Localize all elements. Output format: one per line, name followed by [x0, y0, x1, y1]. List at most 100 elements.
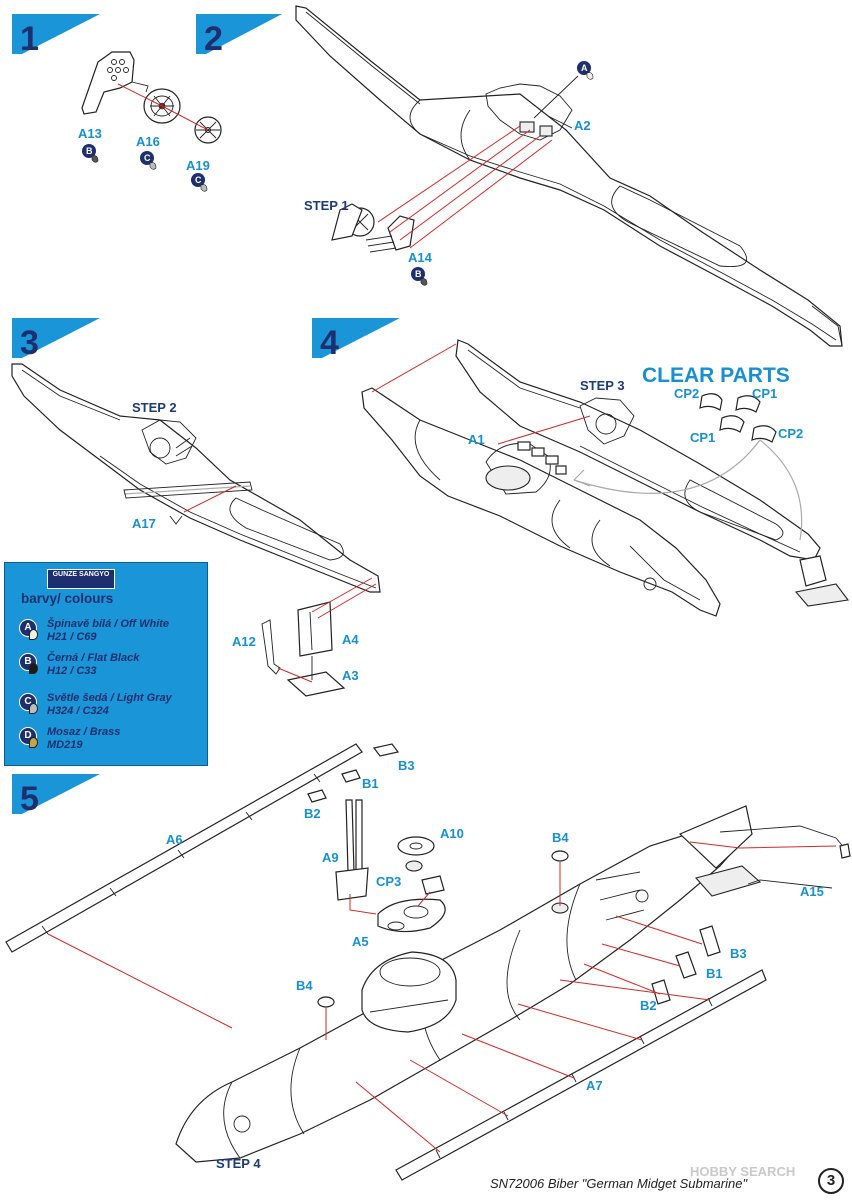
part-a15-drawing [719, 825, 851, 889]
label-cp3: CP3 [376, 874, 401, 889]
legend-title: barvy/ colours [21, 591, 114, 606]
step5-ref-step4: STEP 4 [216, 1156, 261, 1171]
label-b4-a: B4 [552, 830, 569, 845]
step-number-3: 3 [20, 324, 39, 362]
legend-colour-code: H12 / C33 [47, 665, 97, 677]
step-banner-3: 3 [12, 318, 100, 362]
paint-badge-c-a16: C [140, 151, 157, 170]
step-banner-5: 5 [12, 774, 100, 818]
label-a4: A4 [342, 632, 359, 647]
step5-top-guides [349, 891, 431, 915]
legend-row-b: B Černá / Flat Black H12 / C33 [19, 651, 207, 685]
svg-text:C: C [144, 153, 151, 163]
step5-small-fins-drawing [307, 743, 400, 803]
step4-ref-step3: STEP 3 [580, 378, 625, 393]
label-a15: A15 [800, 884, 824, 899]
label-a14: A14 [408, 250, 433, 265]
footer-product-title: SN72006 Biber "German Midget Submarine" [490, 1176, 748, 1191]
legend-colour-name: Černá / Flat Black [47, 652, 140, 664]
svg-text:A: A [581, 63, 588, 73]
paint-drop-icon [29, 703, 38, 714]
label-cp1-b: CP1 [690, 430, 715, 445]
step4-clear-arrow [573, 439, 803, 541]
part-a17-drawing [123, 485, 251, 495]
part-a6-drawing [5, 743, 363, 953]
label-a7: A7 [586, 1078, 603, 1093]
legend-colour-name: Špinavě bílá / Off White [47, 618, 170, 630]
label-b4-b: B4 [296, 978, 313, 993]
label-b2-b: B2 [640, 998, 657, 1013]
label-cp1-a: CP1 [752, 386, 777, 401]
legend-row-a: A Špinavě bílá / Off White H21 / C69 [19, 617, 207, 651]
step4-hull-drawing [361, 387, 721, 617]
step4-small-windows [517, 441, 567, 475]
label-cp2-a: CP2 [674, 386, 699, 401]
step4-rudder-drawing [794, 555, 849, 607]
step5-main-hull-drawing [175, 811, 749, 1163]
label-a5: A5 [352, 934, 369, 949]
label-b1-b: B1 [706, 966, 723, 981]
label-a13: A13 [78, 126, 102, 141]
step5-stern-drawing [678, 805, 762, 897]
label-a2: A2 [574, 118, 591, 133]
legend-colour-code: MD219 [47, 739, 83, 751]
step-number-4: 4 [320, 324, 339, 362]
paint-badge-b-a14: B [411, 267, 428, 286]
step1-drawing [81, 51, 222, 144]
step3-ref-step2: STEP 2 [132, 400, 177, 415]
step3-hull-half-drawing [11, 363, 381, 593]
label-a1: A1 [468, 432, 485, 447]
legend-colour-code: H21 / C69 [47, 631, 97, 643]
paint-badge-c-a19: C [191, 173, 208, 192]
part-a9-drawing [335, 799, 369, 901]
label-b3-b: B3 [730, 946, 747, 961]
clear-parts-drawing [699, 393, 777, 443]
part-a13-drawing [81, 51, 149, 115]
step2-a2-leader [547, 115, 573, 129]
step3-a17-guide [183, 485, 237, 513]
svg-text:C: C [195, 175, 202, 185]
gunze-sangyo-logo: GUNZE SANGYO [47, 569, 115, 589]
colour-legend: GUNZE SANGYO barvy/ colours A Špinavě bí… [4, 562, 208, 766]
step-number-1: 1 [20, 20, 39, 58]
label-b1-a: B1 [362, 776, 379, 791]
paint-drop-icon [29, 737, 38, 748]
step-number-2: 2 [204, 20, 223, 58]
step2-a-leader [533, 75, 579, 119]
step5-fin-guides [583, 915, 703, 995]
part-a10-drawing [397, 836, 445, 895]
svg-text:B: B [86, 146, 93, 156]
legend-row-c: C Světle šedá / Light Gray H324 / C324 [19, 691, 207, 725]
step2-subassembly-drawing [331, 203, 415, 253]
svg-text:B: B [415, 269, 422, 279]
legend-colour-code: H324 / C324 [47, 705, 109, 717]
step2-guide-lines [377, 125, 553, 249]
label-a10: A10 [440, 826, 464, 841]
label-b3-a: B3 [398, 758, 415, 773]
hobby-search-watermark: HOBBY SEARCH [690, 1164, 796, 1179]
legend-row-d: D Mosaz / Brass MD219 [19, 725, 207, 759]
step-banner-2: 2 [196, 14, 282, 58]
label-a6: A6 [166, 832, 183, 847]
label-a16: A16 [136, 134, 160, 149]
step2-hull-half-drawing [295, 5, 843, 347]
clear-parts-title: CLEAR PARTS [642, 364, 790, 387]
step-banner-1: 1 [12, 14, 100, 58]
label-a19: A19 [186, 158, 210, 173]
label-a9: A9 [322, 850, 339, 865]
step2-ref-step1: STEP 1 [304, 198, 349, 213]
step5-a15-guide [689, 841, 837, 849]
step3-rudder-drawing [261, 601, 346, 697]
step5-a7-guides [355, 979, 711, 1153]
part-a17-outline [123, 481, 253, 499]
paint-drop-icon [29, 629, 38, 640]
label-a3: A3 [342, 668, 359, 683]
label-b2-a: B2 [304, 806, 321, 821]
part-a17-end [169, 515, 183, 525]
page-number: 3 [818, 1168, 844, 1194]
part-a5-drawing [377, 898, 446, 933]
paint-badge-b-a13: B [82, 144, 99, 163]
step4-clear-arrowhead [573, 469, 591, 487]
paint-badge-a-step2: A [577, 61, 594, 80]
